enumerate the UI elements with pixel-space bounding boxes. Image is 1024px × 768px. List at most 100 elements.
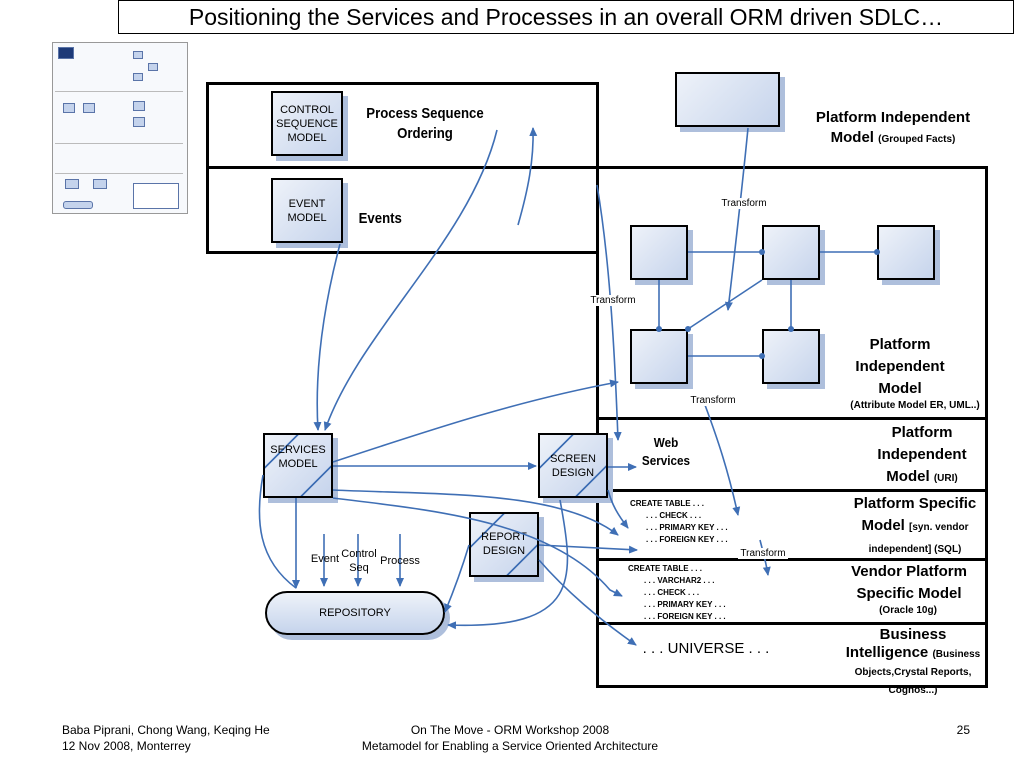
thumbnail-shape [133, 73, 143, 81]
sql-line: . . . PRIMARY KEY . . . [646, 523, 728, 532]
control-seq-input-label: Control Seq [341, 548, 377, 574]
vendor-psm-subtitle: (Oracle 10g) [879, 605, 937, 616]
sql-line: . . . PRIMARY KEY . . . [644, 600, 726, 609]
arrow [517, 127, 538, 226]
arrow [332, 379, 619, 463]
bi-label: Business Intelligence (Business Objects,… [842, 626, 984, 698]
transform-label: Transform [714, 198, 774, 209]
thumbnail-shape [133, 183, 179, 209]
arrow [258, 474, 297, 589]
entity-box [630, 225, 688, 280]
sql-line: CREATE TABLE . . . [630, 499, 704, 508]
arrow [323, 129, 498, 431]
thumbnail-shape [93, 179, 107, 189]
event-input-label: Event [310, 553, 340, 565]
screen-design-box: SCREEN DESIGN [538, 433, 608, 498]
transform-arrow [724, 127, 749, 311]
repository-label: REPOSITORY [319, 607, 391, 619]
thumbnail-db-icon [58, 47, 74, 59]
diagram-thumbnail [52, 42, 188, 214]
sql-line: . . . FOREIGN KEY . . . [646, 535, 728, 544]
transform-arrow [596, 184, 622, 441]
slide-title: Positioning the Services and Processes i… [118, 0, 1014, 34]
transform-label: Transform [586, 295, 640, 306]
sql-vendor-code: CREATE TABLE . . . . . . VARCHAR2 . . . … [628, 563, 726, 623]
screen-design-label: SCREEN DESIGN [550, 452, 596, 479]
events-label: Events [358, 210, 402, 227]
page-number: 25 [956, 723, 970, 737]
bi-title: Business Intelligence [845, 626, 947, 661]
band-divider [597, 622, 987, 625]
pim-grouped-subtitle: (Grouped Facts) [878, 134, 956, 145]
footer-authors-line: Baba Piprani, Chong Wang, Keqing He [62, 723, 270, 737]
thumbnail-shape [133, 51, 143, 59]
relation-line [687, 279, 763, 330]
sql-line: . . . FOREIGN KEY . . . [644, 612, 726, 621]
sql-generic-code: CREATE TABLE . . . . . . CHECK . . . . .… [630, 498, 728, 546]
sql-line: . . . VARCHAR2 . . . [644, 576, 715, 585]
psm-label: Platform Specific Model [syn. vendor ind… [846, 493, 984, 559]
pim-uri-subtitle: (URI) [933, 473, 958, 484]
thumbnail-shape [63, 201, 93, 209]
event-model-box: EVENT MODEL [271, 178, 343, 243]
sql-line: . . . CHECK . . . [644, 588, 700, 597]
arrow [538, 559, 637, 646]
grouped-facts-box [675, 72, 780, 127]
arrow [444, 544, 470, 613]
thumbnail-shape [148, 63, 158, 71]
thumbnail-shape [83, 103, 95, 113]
vendor-psm-label: Vendor Platform Specific Model [851, 563, 967, 602]
footer-date-line: 12 Nov 2008, Monterrey [62, 739, 191, 753]
sql-line: . . . CHECK . . . [646, 511, 702, 520]
pim-grouped-title: Platform Independent Model [815, 109, 971, 146]
web-services-label: Web Services [641, 435, 691, 468]
sql-line: CREATE TABLE . . . [628, 564, 702, 573]
arrow [332, 489, 619, 536]
entity-box [762, 329, 820, 384]
control-sequence-model-label: CONTROL SEQUENCE MODEL [276, 103, 338, 144]
report-design-label: REPORT DESIGN [481, 531, 527, 557]
transform-label: Transform [686, 395, 740, 406]
services-model-label: SERVICES MODEL [270, 444, 326, 470]
relation-dot [759, 249, 765, 255]
report-design-box: REPORT DESIGN [469, 512, 539, 577]
thumbnail-shape [63, 103, 75, 113]
footer-event-line: On The Move - ORM Workshop 2008 [410, 723, 610, 737]
thumbnail-shape [133, 101, 145, 111]
band-divider [597, 558, 987, 561]
footer-authors: Baba Piprani, Chong Wang, Keqing He 12 N… [62, 722, 270, 754]
relation-dot [788, 326, 794, 332]
platform-stack-region [596, 166, 988, 688]
arrow [538, 544, 638, 554]
pim-uri-title: Platform Independent Model [877, 424, 967, 485]
pim-attribute-subtitle: (Attribute Model ER, UML..) [850, 400, 980, 411]
psm-title: Platform Specific Model [853, 495, 977, 534]
footer-paper-line: Metamodel for Enabling a Service Oriente… [361, 739, 659, 753]
thumbnail-divider [55, 143, 183, 144]
transform-label: Transform [738, 548, 788, 559]
control-sequence-model-box: CONTROL SEQUENCE MODEL [271, 91, 343, 156]
psm-subtitle: [syn. vendor independent] (SQL) [868, 522, 969, 555]
band-divider [597, 417, 987, 420]
arrow [332, 497, 623, 597]
entity-box [762, 225, 820, 280]
pim-uri-label: Platform Independent Model (URI) [866, 422, 978, 490]
footer-event: On The Move - ORM Workshop 2008 Metamode… [340, 722, 680, 754]
arrow [447, 499, 569, 630]
relation-dot [874, 249, 880, 255]
relation-dot [685, 326, 691, 332]
services-model-box: SERVICES MODEL [263, 433, 333, 498]
thumbnail-divider [55, 91, 183, 92]
process-input-label: Process [380, 555, 420, 567]
pim-attribute-label: Platform Independent Model [855, 336, 945, 397]
pim-grouped-label: Platform Independent Model (Grouped Fact… [808, 108, 978, 150]
repository-node: REPOSITORY [265, 591, 445, 635]
arrow [607, 489, 629, 529]
thumbnail-divider [55, 173, 183, 174]
entity-box [877, 225, 935, 280]
universe-label: . . . UNIVERSE . . . [642, 640, 770, 657]
event-model-label: EVENT MODEL [287, 197, 327, 224]
relation-dot [656, 326, 662, 332]
thumbnail-shape [65, 179, 79, 189]
